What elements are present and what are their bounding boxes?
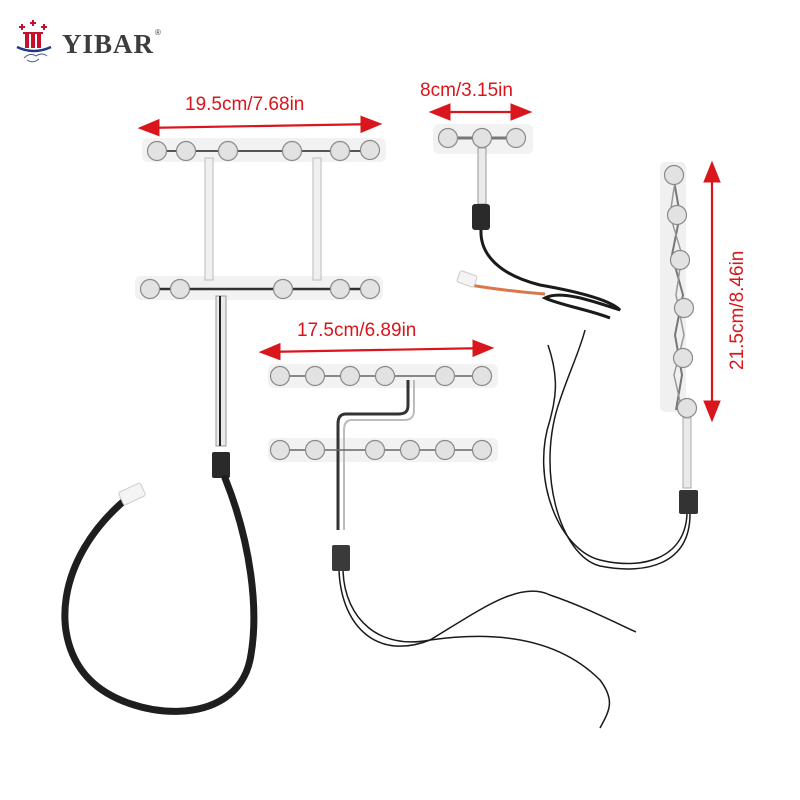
h-frame-sensor: [61, 138, 386, 715]
dimension-label-large-pad: 19.5cm/7.68in: [185, 94, 305, 115]
t-sensor: [433, 124, 622, 320]
brand-logo: YIBAR ®: [14, 20, 161, 68]
handshake-pillars-icon: [16, 20, 52, 63]
double-bar-sensor: [268, 364, 637, 729]
dimension-label-small-pad: 8cm/3.15in: [420, 80, 513, 101]
dimension-label-medium-pad: 17.5cm/6.89in: [297, 320, 417, 341]
brand-name: YIBAR: [62, 28, 155, 59]
vertical-strip-sensor: [542, 162, 698, 570]
registered-mark: ®: [155, 27, 161, 37]
dimension-arrows: [137, 103, 721, 423]
